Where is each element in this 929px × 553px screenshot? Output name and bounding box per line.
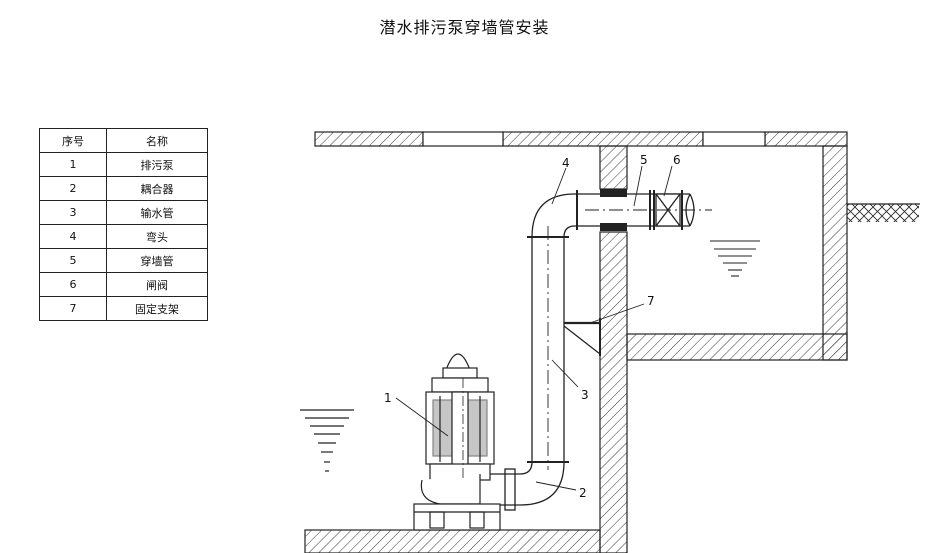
table-row: 1 排污泵	[39, 152, 208, 177]
fixed-support-bracket	[563, 318, 601, 356]
water-level-symbol-left	[300, 409, 354, 472]
table-header-row: 序号 名称	[39, 128, 208, 153]
partition-wall-upper	[599, 145, 628, 190]
row-no: 5	[39, 248, 107, 273]
wall-sleeve	[600, 189, 627, 231]
right-tank-floor	[626, 333, 848, 361]
table-row: 3 输水管	[39, 200, 208, 225]
submersible-pump	[413, 353, 501, 531]
row-name: 弯头	[106, 224, 208, 249]
callout-6: 6	[673, 153, 681, 167]
parts-table: 序号 名称 1 排污泵 2 耦合器 3 输水管 4 弯头 5 穿墙管 6 闸阀 …	[39, 128, 208, 321]
discharge-pipe	[480, 190, 695, 511]
partition-wall-lower	[599, 231, 628, 553]
header-name: 名称	[106, 128, 208, 153]
row-no: 7	[39, 296, 107, 321]
roof-opening-2	[702, 131, 766, 147]
callout-5: 5	[640, 153, 648, 167]
row-name: 输水管	[106, 200, 208, 225]
callout-3: 3	[581, 388, 589, 402]
row-name: 排污泵	[106, 152, 208, 177]
table-row: 5 穿墙管	[39, 248, 208, 273]
pump-base	[413, 503, 501, 531]
pipe-center-line	[547, 209, 712, 470]
table-row: 2 耦合器	[39, 176, 208, 201]
roof-slab-middle	[502, 131, 704, 147]
water-level-symbol-right	[710, 240, 760, 277]
callout-2: 2	[579, 486, 587, 500]
roof-slab-right	[764, 131, 848, 147]
upper-elbow	[531, 193, 576, 238]
drawing-title: 潜水排污泵穿墙管安装	[379, 18, 550, 37]
table-row: 4 弯头	[39, 224, 208, 249]
right-tank-wall	[822, 145, 848, 361]
row-no: 6	[39, 272, 107, 297]
row-name: 耦合器	[106, 176, 208, 201]
callout-1: 1	[384, 391, 392, 405]
roof-slab-left	[314, 131, 424, 147]
callout-7: 7	[647, 294, 655, 308]
row-no: 3	[39, 200, 107, 225]
ground-soil	[847, 203, 920, 222]
header-no: 序号	[39, 128, 107, 153]
wet-well-floor	[304, 529, 601, 553]
lifting-handle	[445, 353, 471, 371]
roof-opening-1	[422, 131, 504, 147]
table-row: 7 固定支架	[39, 296, 208, 321]
callout-4: 4	[562, 156, 570, 170]
callout-leaders	[395, 165, 673, 491]
row-name: 固定支架	[106, 296, 208, 321]
coupling-flange	[504, 468, 516, 511]
concrete-structure	[304, 131, 848, 553]
row-no: 1	[39, 152, 107, 177]
row-no: 2	[39, 176, 107, 201]
lower-elbow	[519, 461, 533, 475]
